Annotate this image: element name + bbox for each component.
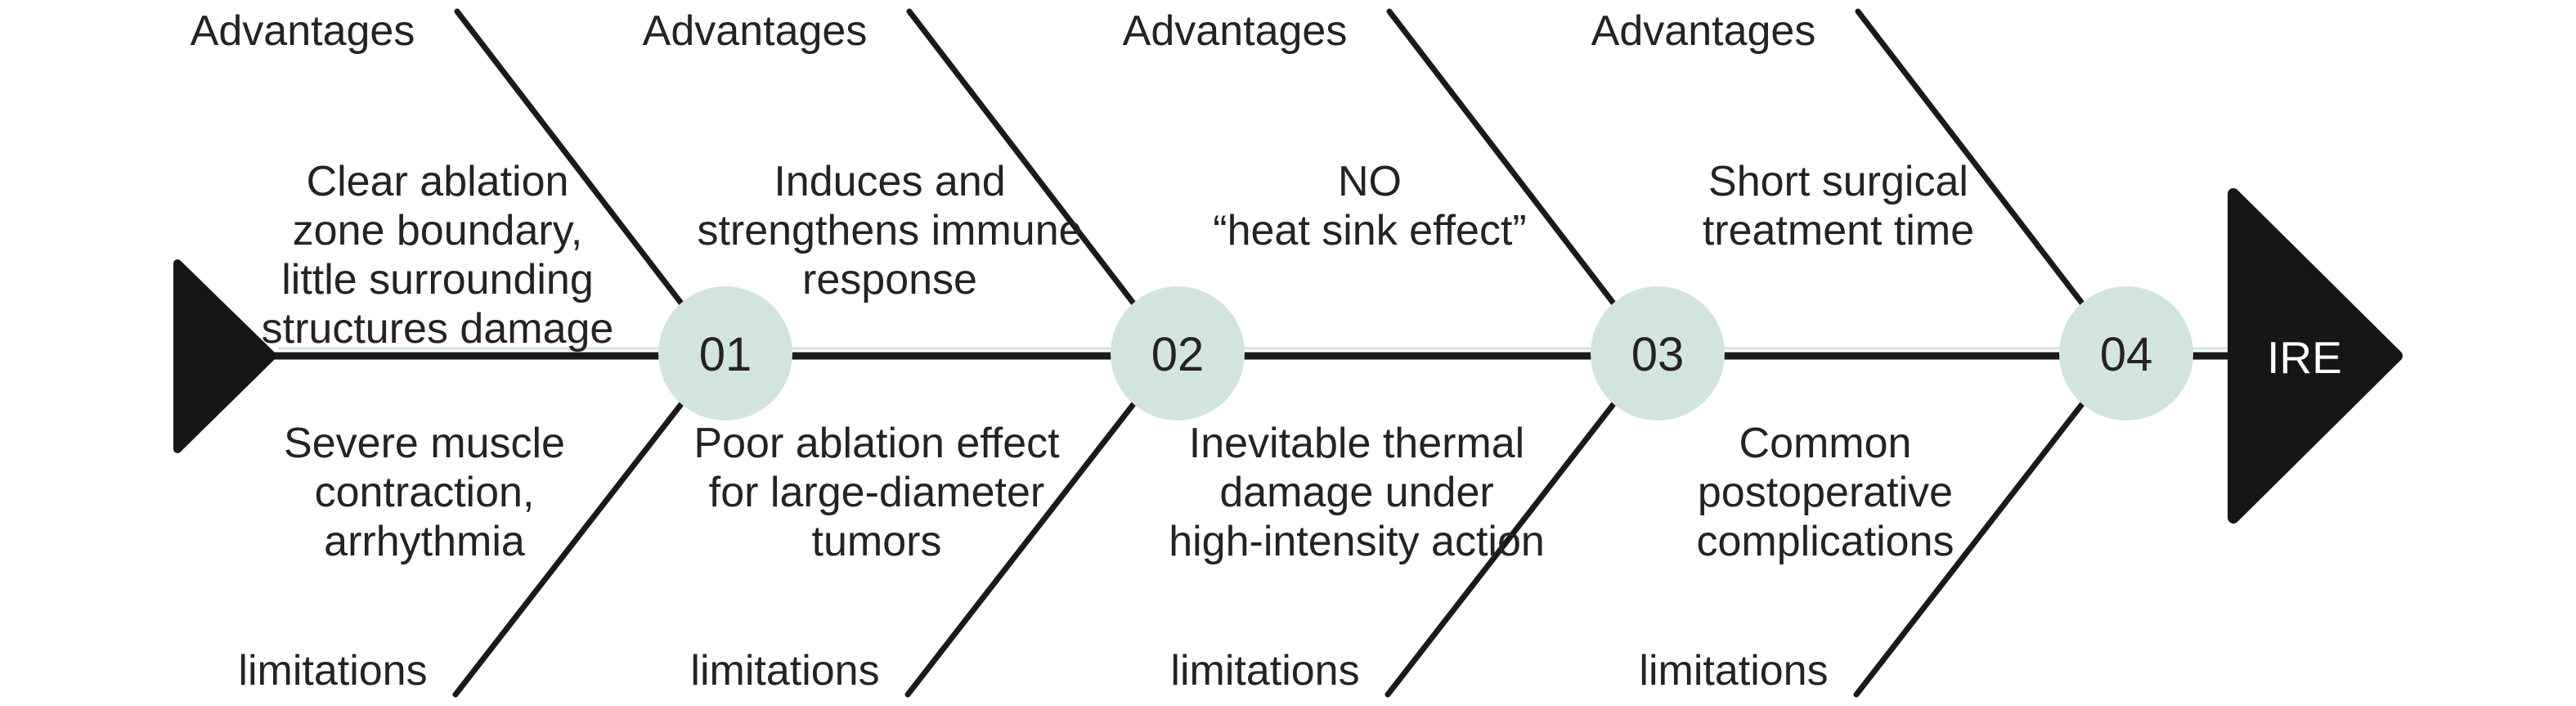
ire-arrow-label: IRE	[2267, 332, 2342, 383]
text-line: Severe muscle	[284, 420, 565, 467]
text-line: contraction,	[314, 469, 535, 516]
text-line: damage under	[1219, 469, 1494, 516]
text-line: zone boundary,	[292, 207, 583, 254]
text-line: high-intensity action	[1169, 518, 1545, 565]
text-line: complications	[1696, 518, 1954, 565]
text-line: Inevitable thermal	[1188, 420, 1525, 467]
advantages-branch-line	[1855, 8, 2092, 315]
advantages-label: Advantages	[1591, 7, 1816, 55]
text-line: arrhythmia	[324, 518, 525, 565]
text-line: response	[802, 256, 977, 304]
limitations-label: limitations	[1639, 647, 1829, 695]
limitations-label: limitations	[690, 647, 880, 695]
advantages-branch-line	[1386, 8, 1623, 315]
step-number: 02	[1151, 328, 1205, 381]
advantage-text: NO“heat sink effect”	[1213, 157, 1526, 255]
limitations-label: limitations	[238, 647, 428, 695]
limitations-branch-line	[452, 401, 684, 698]
start-arrow-icon	[173, 259, 276, 453]
step-node	[1591, 286, 1725, 420]
ire-arrow-icon	[2228, 188, 2403, 524]
step-number: 01	[699, 328, 752, 381]
text-line: NO	[1337, 158, 1402, 205]
text-line: Common	[1739, 420, 1912, 467]
step-number: 04	[2100, 328, 2153, 381]
advantages-branch-line	[906, 8, 1143, 315]
text-line: treatment time	[1702, 207, 1975, 254]
text-line: Induces and	[774, 158, 1006, 205]
step-node	[658, 286, 792, 420]
advantages-branch-line	[454, 8, 691, 315]
step-number: 03	[1631, 328, 1685, 381]
text-line: structures damage	[261, 305, 614, 353]
text-line: strengthens immune	[697, 207, 1083, 254]
text-line: for large-diameter	[708, 469, 1045, 516]
text-line: Clear ablation	[306, 158, 569, 205]
advantages-label: Advantages	[642, 7, 868, 55]
limitations-branch-line	[904, 401, 1137, 698]
limitations-branch-line	[1384, 401, 1617, 698]
advantages-label: Advantages	[190, 7, 415, 55]
text-line: Short surgical	[1708, 158, 1968, 205]
text-line: “heat sink effect”	[1213, 207, 1527, 254]
step-node	[1111, 286, 1245, 420]
limitations-branch-line	[1853, 401, 2085, 698]
advantages-label: Advantages	[1122, 7, 1348, 55]
text-line: Poor ablation effect	[693, 420, 1060, 467]
text-line: tumors	[811, 518, 942, 565]
limitations-label: limitations	[1170, 647, 1360, 695]
text-line: little surrounding	[281, 256, 594, 304]
text-line: postoperative	[1697, 469, 1954, 516]
step-node	[2059, 286, 2193, 420]
